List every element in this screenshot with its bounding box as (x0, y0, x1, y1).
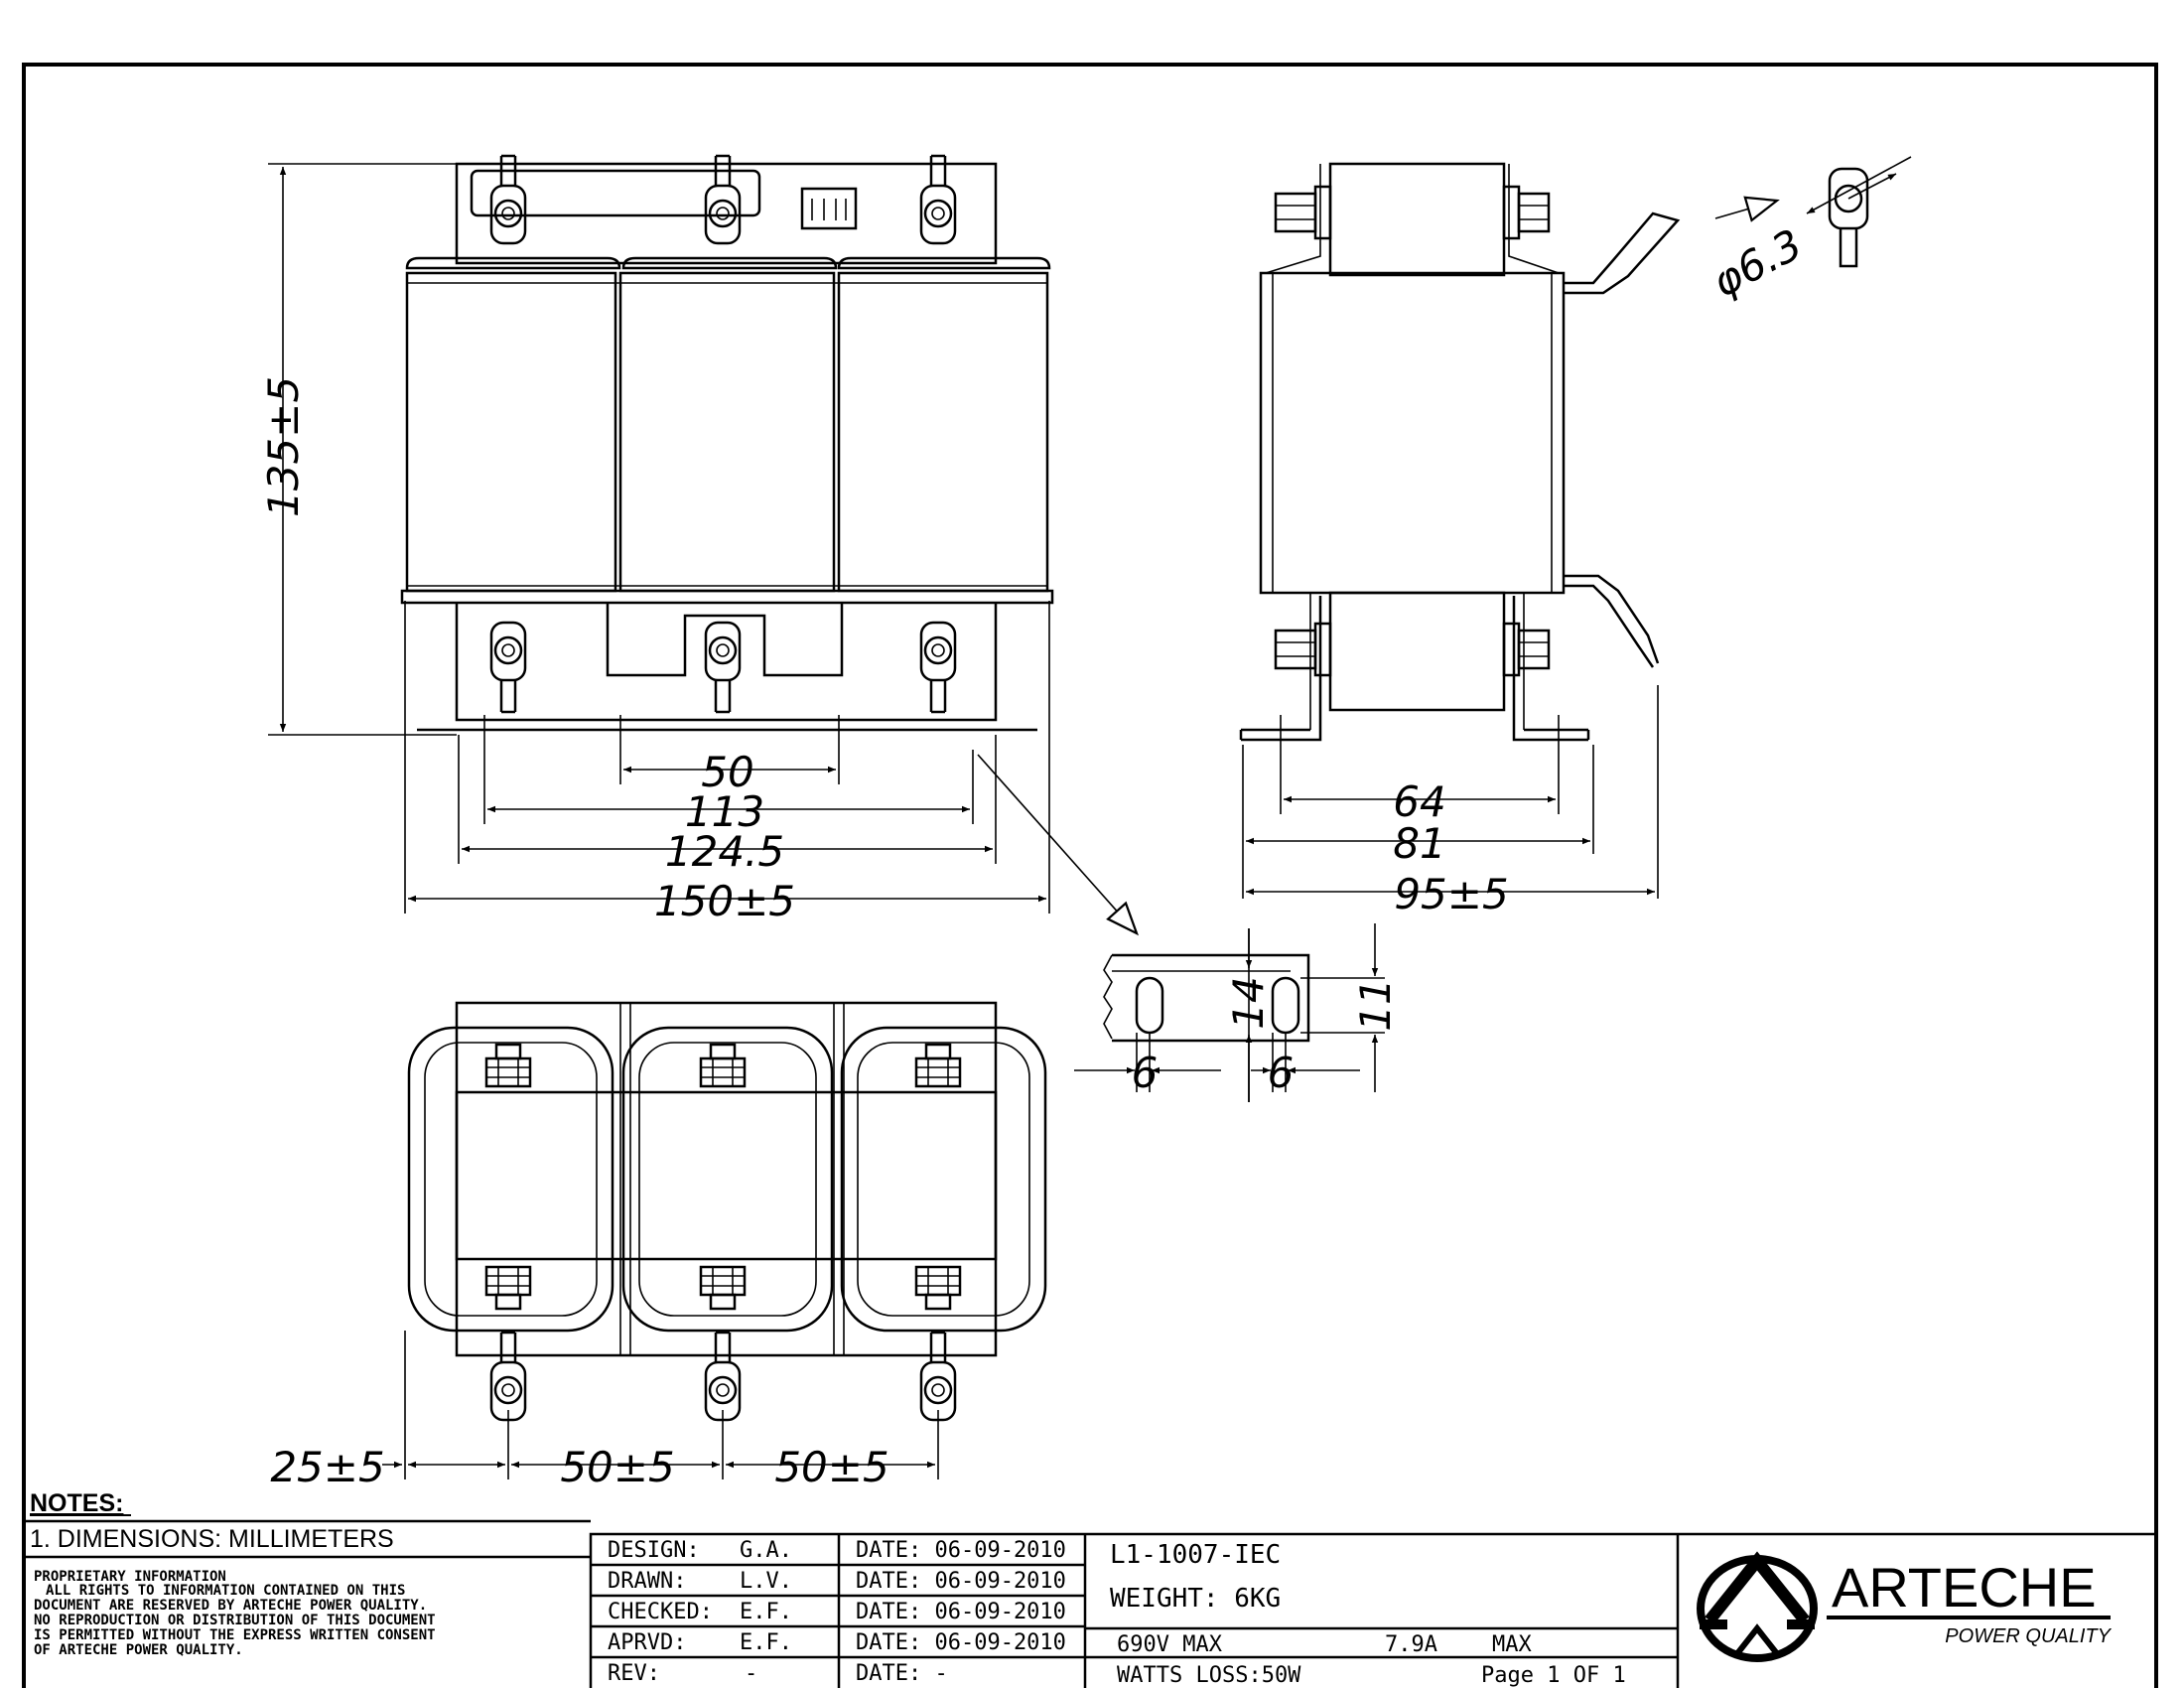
dim-14: 14 (1224, 976, 1273, 1029)
dim-64: 64 (1393, 777, 1445, 826)
dim-6b: 6 (1268, 1049, 1295, 1097)
dim-25: 25±5 (270, 1443, 384, 1491)
checked-label: CHECKED: (608, 1600, 713, 1624)
dim-50: 50 (701, 748, 753, 796)
date-5: DATE: - (856, 1661, 948, 1686)
slot-detail: 6 6 14 11 (1074, 923, 1400, 1102)
date-1: DATE: 06-09-2010 (856, 1538, 1066, 1563)
plan-view (407, 1001, 1047, 1422)
watts-loss: WATTS LOSS:50W (1117, 1663, 1301, 1688)
date-2: DATE: 06-09-2010 (856, 1569, 1066, 1594)
dim-113: 113 (685, 787, 764, 836)
notes-heading: NOTES: (30, 1489, 123, 1517)
notes-line1: 1. DIMENSIONS: MILLIMETERS (30, 1525, 394, 1553)
current-rating: 7.9A (1385, 1632, 1437, 1657)
rev-value: - (745, 1661, 757, 1686)
proprietary-3: DOCUMENT ARE RESERVED BY ARTECHE POWER Q… (34, 1598, 427, 1614)
dim-95: 95±5 (1394, 870, 1508, 918)
design-label: DESIGN: (608, 1538, 700, 1563)
sheet-border (22, 63, 2158, 1688)
dim-11: 11 (1351, 978, 1400, 1031)
rev-label: REV: (608, 1661, 660, 1686)
plan-dimensions: 25±5 50±5 50±5 (270, 1331, 939, 1491)
weight: WEIGHT: 6KG (1110, 1584, 1281, 1614)
aprvd-value: E.F. (740, 1630, 792, 1655)
front-view (400, 154, 1054, 732)
brand-name: ARTECHE (1832, 1556, 2097, 1618)
proprietary-1: PROPRIETARY INFORMATION (34, 1569, 226, 1585)
voltage-rating: 690V MAX (1117, 1632, 1223, 1657)
date-4: DATE: 06-09-2010 (856, 1630, 1066, 1655)
page-number: Page 1 OF 1 (1481, 1663, 1626, 1688)
dim-81: 81 (1393, 819, 1445, 868)
dim-50b: 50±5 (774, 1443, 888, 1491)
design-value: G.A. (740, 1538, 792, 1563)
side-dimensions: 64 81 95±5 (1242, 685, 1659, 918)
proprietary-5: IS PERMITTED WITHOUT THE EXPRESS WRITTEN… (34, 1627, 436, 1643)
drawn-value: L.V. (740, 1569, 792, 1594)
front-dimensions: 135±5 50 113 124.5 150±5 (259, 163, 1140, 936)
side-view (1239, 162, 1681, 742)
part-number: L1-1007-IEC (1110, 1540, 1281, 1570)
dim-hole-dia: φ6.3 (1705, 219, 1810, 307)
dim-height-front: 135±5 (259, 376, 308, 517)
dim-124: 124.5 (665, 827, 784, 876)
date-3: DATE: 06-09-2010 (856, 1600, 1066, 1624)
proprietary-4: NO REPRODUCTION OR DISTRIBUTION OF THIS … (34, 1613, 436, 1628)
current-max: MAX (1492, 1632, 1532, 1657)
dim-150: 150±5 (654, 877, 795, 925)
drawn-label: DRAWN: (608, 1569, 686, 1594)
notes-block: NOTES: 1. DIMENSIONS: MILLIMETERS PROPRI… (24, 1489, 591, 1658)
arteche-logo: ARTECHE POWER QUALITY (1697, 1551, 2113, 1662)
title-block: DESIGN: G.A. DRAWN: L.V. CHECKED: E.F. A… (589, 1532, 2158, 1688)
hole-detail: φ6.3 (1705, 156, 1912, 307)
aprvd-label: APRVD: (608, 1630, 686, 1655)
checked-value: E.F. (740, 1600, 792, 1624)
proprietary-2: ALL RIGHTS TO INFORMATION CONTAINED ON T… (46, 1583, 405, 1599)
proprietary-6: OF ARTECHE POWER QUALITY. (34, 1642, 243, 1658)
dim-50a: 50±5 (560, 1443, 674, 1491)
brand-sub: POWER QUALITY (1945, 1625, 2112, 1647)
dim-6a: 6 (1132, 1049, 1159, 1097)
